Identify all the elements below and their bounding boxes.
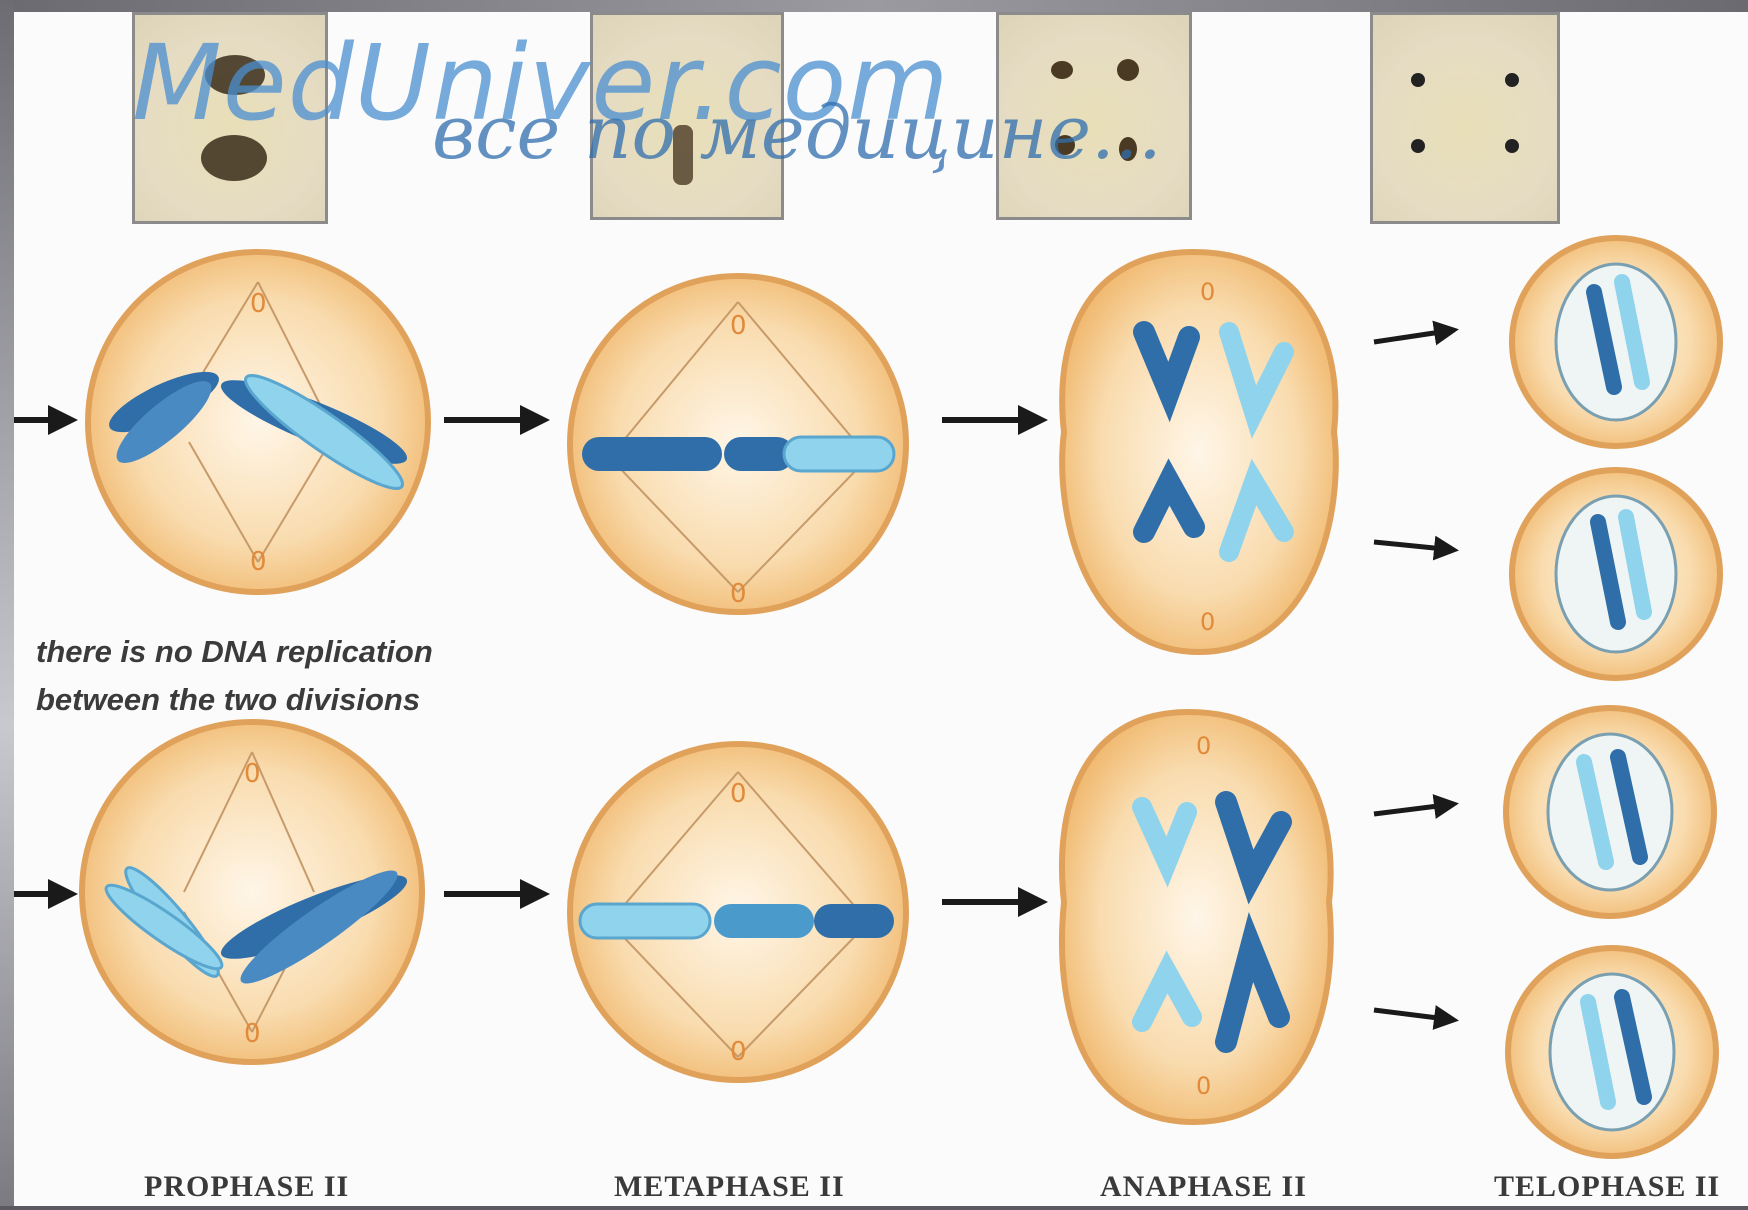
cell-prophase-row2: 0 0 <box>82 722 422 1062</box>
watermark-subtitle: все по медицине... <box>432 90 1162 176</box>
frame-bottom-edge <box>0 1206 1748 1210</box>
svg-text:0: 0 <box>244 1019 261 1049</box>
cell-metaphase-row1: 0 0 <box>570 276 906 612</box>
svg-text:0: 0 <box>250 547 267 577</box>
cell-prophase-row1: 0 0 <box>88 252 428 592</box>
stage-label-telophase: TELOPHASE II <box>1494 1170 1720 1204</box>
diagram-canvas: 0 0 0 0 <box>14 12 1748 1206</box>
arrow-row2-3b <box>1374 1010 1454 1020</box>
svg-text:0: 0 <box>250 289 267 319</box>
cell-anaphase-row1: 0 0 <box>1062 252 1336 652</box>
frame-left-edge <box>0 0 14 1210</box>
svg-text:0: 0 <box>730 1037 747 1067</box>
svg-text:0: 0 <box>1196 1072 1211 1100</box>
cell-telophase-4 <box>1508 948 1716 1156</box>
chromosome <box>714 904 814 938</box>
svg-text:0: 0 <box>730 779 747 809</box>
cell-metaphase-row2: 0 0 <box>570 744 906 1080</box>
svg-text:0: 0 <box>730 311 747 341</box>
arrow-row2-3a <box>1374 804 1454 814</box>
frame-top-edge <box>0 0 1748 12</box>
chromosome <box>582 437 722 471</box>
meiosis-diagram: 0 0 0 0 <box>14 12 1748 1206</box>
arrow-row1-3a <box>1374 330 1454 342</box>
chromosome <box>814 904 894 938</box>
svg-text:0: 0 <box>1200 608 1215 636</box>
svg-text:0: 0 <box>1200 278 1215 306</box>
cell-telophase-3 <box>1506 708 1714 916</box>
cell-telophase-1 <box>1512 238 1720 446</box>
svg-text:0: 0 <box>730 579 747 609</box>
svg-text:0: 0 <box>244 759 261 789</box>
stage-label-anaphase: ANAPHASE II <box>1100 1170 1307 1204</box>
chromosome <box>784 437 894 471</box>
note-line-1: there is no DNA replication <box>36 634 433 670</box>
note-line-2: between the two divisions <box>36 682 420 718</box>
svg-text:0: 0 <box>1196 732 1211 760</box>
stage-label-metaphase: METAPHASE II <box>614 1170 845 1204</box>
chromosome <box>580 904 710 938</box>
stage-label-prophase: PROPHASE II <box>144 1170 349 1204</box>
arrow-row1-3b <box>1374 542 1454 550</box>
cell-anaphase-row2: 0 0 <box>1062 712 1331 1122</box>
cell-telophase-2 <box>1512 470 1720 678</box>
